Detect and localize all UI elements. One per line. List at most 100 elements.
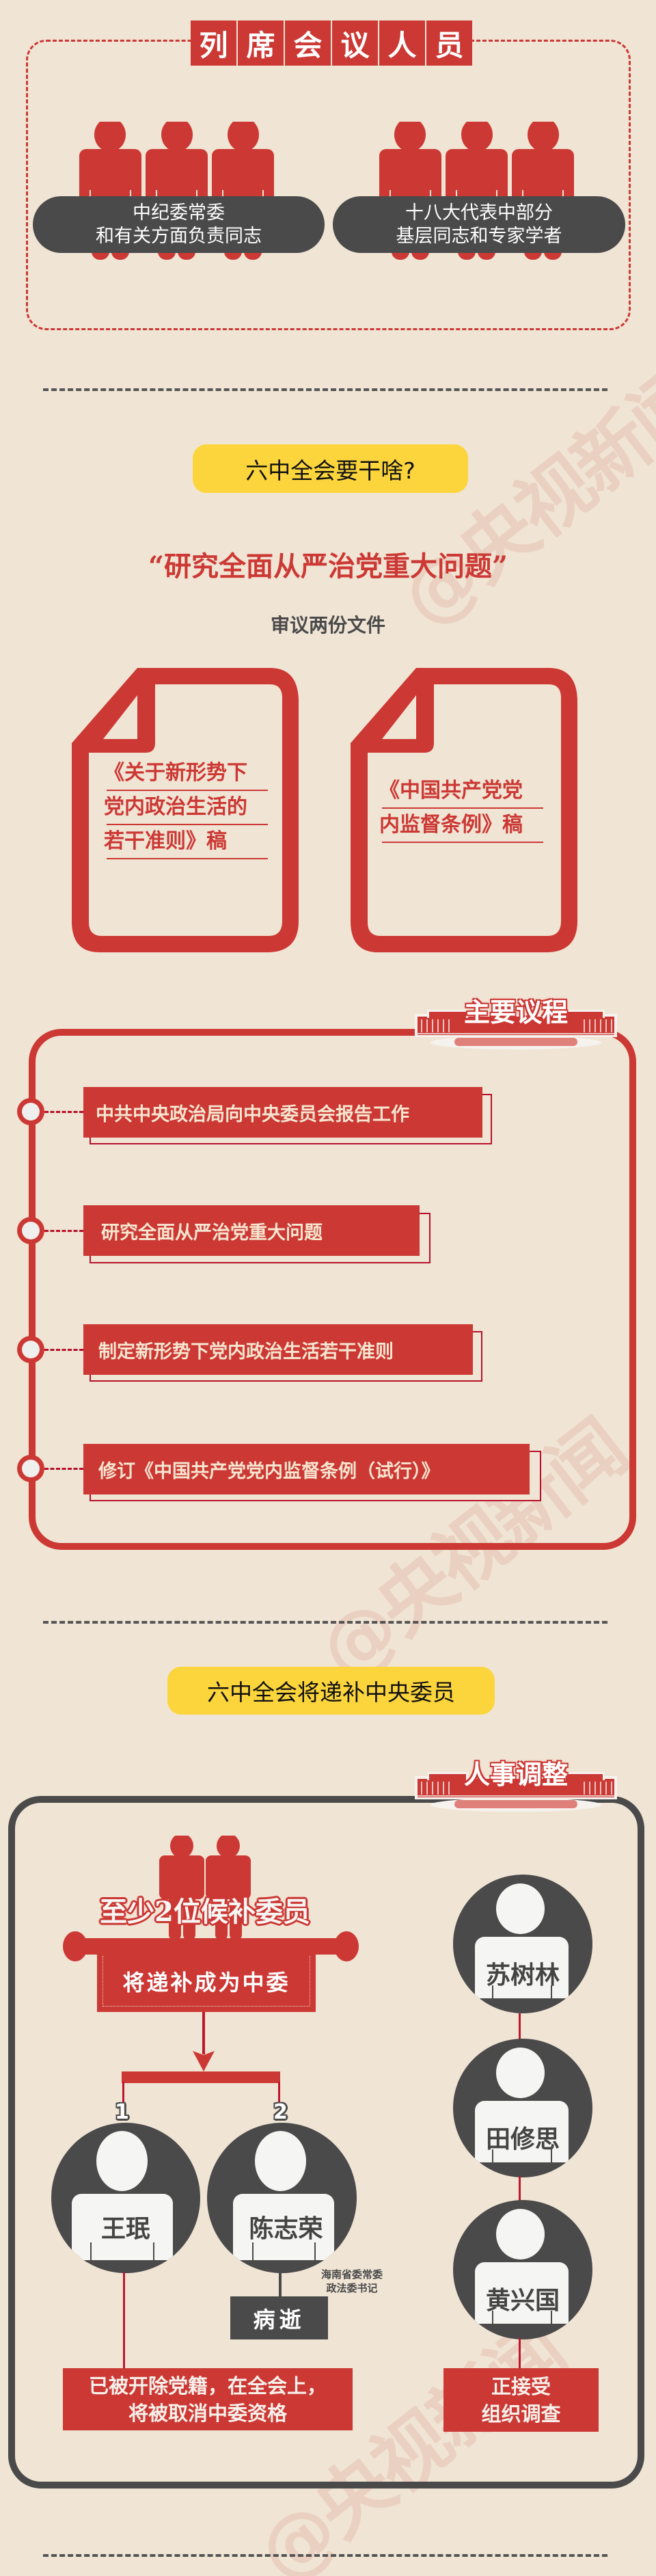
person-name: 黄兴国 xyxy=(485,2286,560,2315)
avatar-body-icon xyxy=(475,2262,569,2324)
attendee-group-line: 和有关方面负责同志 xyxy=(96,225,262,247)
bracket-leg-right xyxy=(278,2082,280,2104)
outcome-line: 正接受 xyxy=(491,2374,551,2398)
section-divider xyxy=(43,1621,607,1624)
document-title: 《中国共产党党 内监督条例》稿 xyxy=(379,776,543,844)
attendees-title: 列 席 会 议 人 员 xyxy=(191,21,472,66)
avatar-head-icon xyxy=(496,1883,545,1934)
chain-connector xyxy=(519,2013,521,2039)
avatar-arm-line xyxy=(492,2311,493,2324)
title-char: 列 xyxy=(191,21,236,66)
document-icon: 《中国共产党党 内监督条例》稿 xyxy=(351,668,577,952)
arrow-down-icon xyxy=(193,2051,215,2071)
title-char: 员 xyxy=(426,21,472,66)
document-title-line: 内监督条例》稿 xyxy=(379,810,543,844)
agenda-item: 修订《中国共产党党内监督条例（试行）》 xyxy=(83,1444,530,1494)
avatar-body-icon xyxy=(233,2194,334,2261)
scroll-knob-right xyxy=(334,1931,359,1961)
avatar-base-line xyxy=(72,2260,173,2262)
person-number-badge: 2 xyxy=(273,2100,288,2124)
attendee-group-line: 中纪委常委 xyxy=(133,202,225,224)
banner-label: 将递补成为中委 xyxy=(122,1970,290,1996)
timeline-node xyxy=(17,1217,44,1244)
document-title-line: 《中国共产党党 xyxy=(379,776,543,810)
great-hall-icon xyxy=(415,1772,617,1812)
person-avatar-wang-min: 王珉 xyxy=(51,2123,200,2273)
avatar-arm-line xyxy=(252,2242,254,2261)
timeline-connector xyxy=(44,1468,83,1470)
personnel-badge: 人事调整 xyxy=(413,1757,618,1812)
avatar-base-line xyxy=(233,2260,334,2262)
candidates-label: 至少2位候补委员 xyxy=(100,1896,310,1928)
two-people-icon xyxy=(159,1834,251,1942)
position-note-line: 海南省委常委 xyxy=(320,2268,383,2281)
avatar-arm-line xyxy=(153,2242,154,2261)
outcome-connector xyxy=(519,2338,521,2368)
attendee-group-label: 十八大代表中部分 基层同志和专家学者 xyxy=(333,196,625,253)
person-name: 王珉 xyxy=(100,2214,150,2243)
avatar-arm-line xyxy=(492,2149,493,2163)
outcome-line: 已被开除党籍，在全会上， xyxy=(88,2374,327,2398)
person-avatar-tian-xiusi: 田修思 xyxy=(453,2039,592,2177)
avatar-head-icon xyxy=(496,2209,545,2259)
title-char: 席 xyxy=(238,21,284,66)
agenda-item: 制定新形势下党内政治生活若干准则 xyxy=(83,1324,473,1375)
attendee-group-line: 基层同志和专家学者 xyxy=(396,225,562,247)
status-box-deceased: 病逝 xyxy=(230,2296,328,2339)
bracket-leg-left xyxy=(122,2082,124,2104)
avatar-arm-line xyxy=(551,1985,552,1999)
position-note: 海南省委常委 政法委书记 xyxy=(308,2268,396,2295)
title-char: 人 xyxy=(379,21,425,66)
outcome-line: 将被取消中委资格 xyxy=(128,2401,287,2425)
document-title-line: 《关于新形势下 xyxy=(104,758,268,792)
position-note-line: 政法委书记 xyxy=(326,2282,378,2294)
timeline-connector xyxy=(44,1230,83,1232)
section-heading-pill: 六中全会将递补中央委员 xyxy=(167,1667,495,1715)
quote-title: “研究全面从严治党重大问题” xyxy=(148,550,508,582)
timeline-node xyxy=(17,1455,44,1482)
agenda-badge: 主要议程 xyxy=(413,995,618,1049)
person-name: 苏树林 xyxy=(485,1961,560,1989)
person-name: 陈志荣 xyxy=(249,2214,323,2243)
document-icon: 《关于新形势下 党内政治生活的 若干准则》稿 xyxy=(72,668,299,952)
scroll-knob-left xyxy=(63,1931,87,1961)
document-title-line: 若干准则》稿 xyxy=(104,827,268,861)
status-connector xyxy=(279,2272,282,2297)
agenda-badge-title: 主要议程 xyxy=(463,997,568,1028)
person-number-badge: 1 xyxy=(115,2100,129,2124)
arrow-shaft xyxy=(202,2012,205,2054)
avatar-arm-line xyxy=(551,2311,552,2324)
timeline-connector xyxy=(44,1111,83,1113)
document-page-icon xyxy=(72,668,299,952)
avatar-head-icon xyxy=(96,2131,148,2191)
outcome-line: 组织调查 xyxy=(481,2402,561,2426)
outcome-connector xyxy=(123,2272,125,2368)
timeline-node xyxy=(17,1098,44,1125)
split-bracket xyxy=(122,2071,280,2083)
document-title-line: 党内政治生活的 xyxy=(104,792,268,827)
personnel-frame xyxy=(8,1796,644,2488)
banner-dotted-border xyxy=(102,1956,310,2007)
avatar-arm-line xyxy=(492,1985,493,1999)
agenda-frame xyxy=(29,1029,636,1550)
agenda-item: 研究全面从严治党重大问题 xyxy=(83,1205,420,1256)
title-char: 议 xyxy=(332,21,378,66)
section-divider xyxy=(43,388,607,391)
person-avatar-chen-zhirong: 陈志荣 xyxy=(207,2123,357,2273)
section-divider xyxy=(43,2554,607,2557)
avatar-arm-line xyxy=(551,2149,552,2163)
avatar-arm-line xyxy=(90,2242,92,2261)
person-avatar-huang-xingguo: 黄兴国 xyxy=(453,2200,592,2339)
chain-connector xyxy=(519,2176,521,2201)
document-title: 《关于新形势下 党内政治生活的 若干准则》稿 xyxy=(104,758,268,861)
agenda-item: 中共中央政治局向中央委员会报告工作 xyxy=(83,1087,482,1138)
documents-subtitle: 审议两份文件 xyxy=(270,614,385,636)
person-avatar-su-shulin: 苏树林 xyxy=(453,1875,592,2013)
timeline-connector xyxy=(44,1349,83,1351)
avatar-head-icon xyxy=(496,2048,545,2098)
avatar-head-icon xyxy=(255,2131,306,2191)
document-page-icon xyxy=(351,668,577,952)
attendee-group-line: 十八大代表中部分 xyxy=(405,202,553,224)
attendee-group-label: 中纪委常委 和有关方面负责同志 xyxy=(33,196,325,253)
great-hall-icon xyxy=(415,1010,617,1049)
